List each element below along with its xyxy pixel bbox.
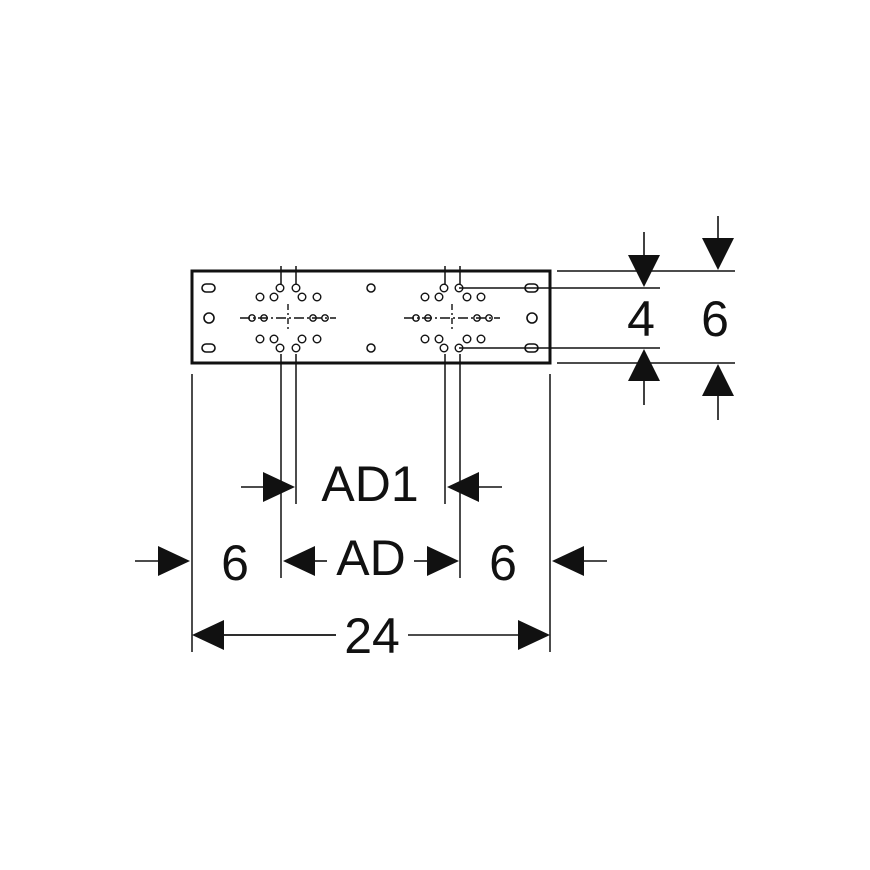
label-hole-distance: AD bbox=[336, 530, 405, 586]
label-left-margin: 6 bbox=[221, 535, 249, 591]
label-inner-height: 4 bbox=[627, 291, 655, 347]
label-outer-height: 6 bbox=[701, 291, 729, 347]
right-hole-pattern bbox=[404, 283, 500, 353]
dimension-inner-height bbox=[628, 232, 660, 405]
label-hole-distance-inner: AD1 bbox=[321, 456, 418, 512]
dimension-outer-height bbox=[702, 216, 734, 420]
left-end-holes bbox=[201, 283, 216, 353]
dimension-total-width bbox=[192, 620, 550, 650]
dimension-hole-distance bbox=[283, 546, 459, 576]
dimension-right-margin bbox=[552, 546, 607, 576]
label-right-margin: 6 bbox=[489, 535, 517, 591]
center-hole-top bbox=[366, 283, 376, 293]
dimension-left-margin bbox=[135, 546, 190, 576]
left-hole-pattern bbox=[240, 283, 336, 353]
dimension-hole-distance-inner bbox=[241, 472, 502, 502]
center-hole-bottom bbox=[366, 343, 376, 353]
plate-outline bbox=[190, 269, 552, 365]
label-total-width: 24 bbox=[344, 608, 400, 664]
extension-lines-vertical bbox=[191, 266, 551, 652]
mounting-plate bbox=[190, 269, 552, 365]
